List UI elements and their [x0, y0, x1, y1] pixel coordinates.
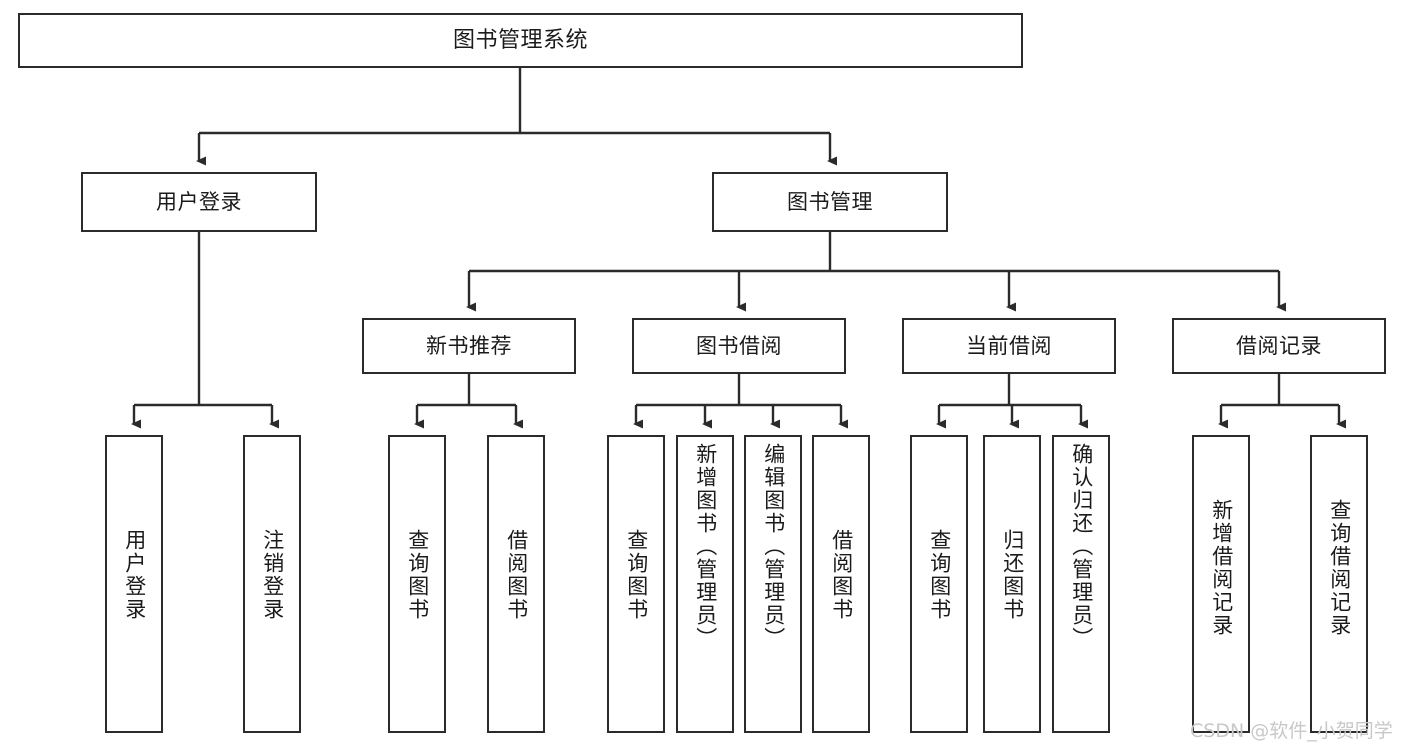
node-book-manage[interactable]: 图书管理 — [712, 172, 948, 232]
node-leaf-add-record-label: 新增借阅记录 — [1209, 499, 1234, 637]
node-leaf-edit-book-label: 编辑图书（管理员） — [761, 443, 786, 650]
node-book-borrow-label: 图书借阅 — [696, 333, 782, 358]
node-book-manage-label: 图书管理 — [787, 189, 873, 214]
csdn-watermark: CSDN @软件_小贺同学 — [1190, 720, 1393, 742]
node-leaf-query-book-1[interactable]: 查询图书 — [388, 435, 446, 733]
node-leaf-edit-book[interactable]: 编辑图书（管理员） — [744, 435, 802, 733]
node-leaf-borrow-book-1-label: 借阅图书 — [504, 529, 529, 621]
node-leaf-borrow-book-1[interactable]: 借阅图书 — [487, 435, 545, 733]
node-new-book-rec[interactable]: 新书推荐 — [362, 318, 576, 374]
node-leaf-query-record-label: 查询借阅记录 — [1327, 499, 1352, 637]
node-root[interactable]: 图书管理系统 — [18, 13, 1023, 68]
node-leaf-user-logout-label: 注销登录 — [260, 529, 285, 621]
node-leaf-return-book[interactable]: 归还图书 — [983, 435, 1041, 733]
node-current-borrow-label: 当前借阅 — [966, 333, 1052, 358]
node-leaf-query-book-1-label: 查询图书 — [405, 529, 430, 621]
node-leaf-borrow-book-2-label: 借阅图书 — [829, 529, 854, 621]
node-borrow-record[interactable]: 借阅记录 — [1172, 318, 1386, 374]
node-current-borrow[interactable]: 当前借阅 — [902, 318, 1116, 374]
node-leaf-query-book-3-label: 查询图书 — [927, 529, 952, 621]
node-leaf-borrow-book-2[interactable]: 借阅图书 — [812, 435, 870, 733]
node-leaf-user-login-label: 用户登录 — [122, 529, 147, 621]
node-leaf-add-book-label: 新增图书（管理员） — [693, 443, 718, 650]
node-leaf-return-book-label: 归还图书 — [1000, 529, 1025, 621]
node-book-borrow[interactable]: 图书借阅 — [632, 318, 846, 374]
node-leaf-add-book[interactable]: 新增图书（管理员） — [676, 435, 734, 733]
node-borrow-record-label: 借阅记录 — [1236, 333, 1322, 358]
node-leaf-confirm-return-label: 确认归还（管理员） — [1069, 443, 1094, 650]
node-user-login[interactable]: 用户登录 — [81, 172, 317, 232]
node-root-label: 图书管理系统 — [452, 27, 588, 53]
node-leaf-query-book-2[interactable]: 查询图书 — [607, 435, 665, 733]
node-leaf-user-logout[interactable]: 注销登录 — [243, 435, 301, 733]
node-leaf-query-book-2-label: 查询图书 — [624, 529, 649, 621]
node-leaf-confirm-return[interactable]: 确认归还（管理员） — [1052, 435, 1110, 733]
node-new-book-rec-label: 新书推荐 — [426, 333, 512, 358]
node-leaf-query-record[interactable]: 查询借阅记录 — [1310, 435, 1368, 733]
node-leaf-query-book-3[interactable]: 查询图书 — [910, 435, 968, 733]
node-leaf-add-record[interactable]: 新增借阅记录 — [1192, 435, 1250, 733]
node-leaf-user-login[interactable]: 用户登录 — [105, 435, 163, 733]
node-user-login-label: 用户登录 — [156, 189, 242, 214]
